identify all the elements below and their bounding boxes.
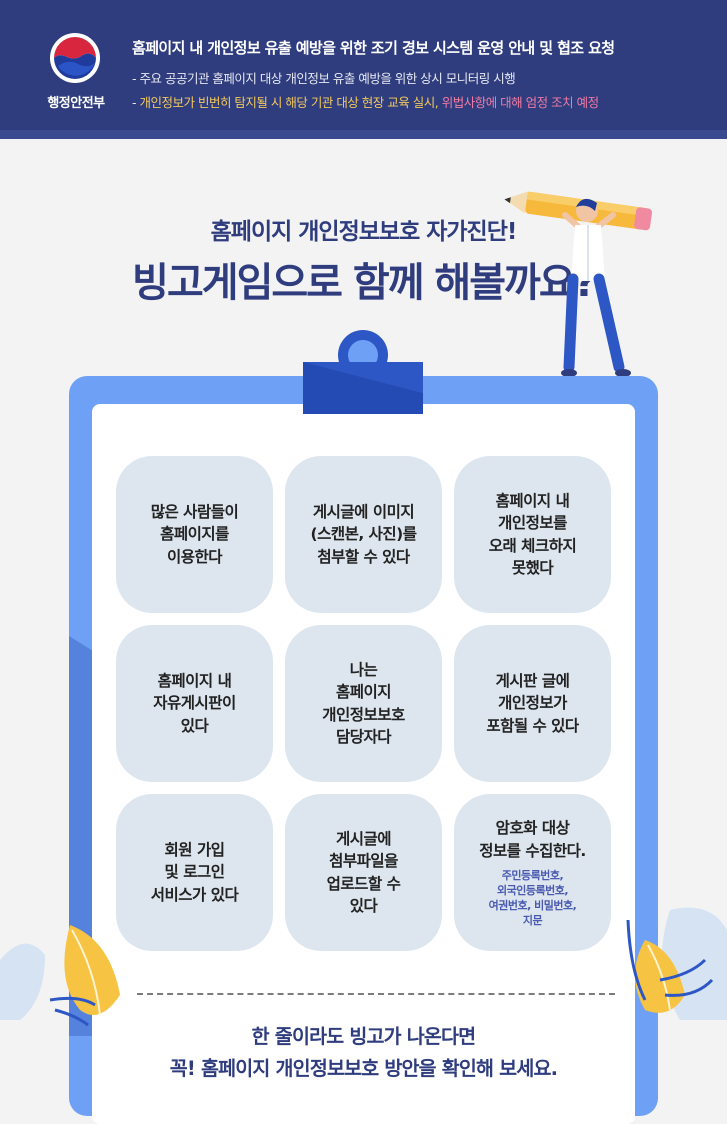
notice-line-2-part-2: 위법사항에 대해 엄정 조치 예정 <box>438 95 599 110</box>
bingo-cell-line: 담당자다 <box>335 728 392 746</box>
bingo-cell-note-line: 여권번호, 비밀번호, <box>488 899 577 912</box>
footer-line-1: 한 줄이라도 빙고가 나온다면 <box>251 1025 476 1048</box>
bingo-cell-9: 암호화 대상 정보를 수집한다. 주민등록번호, 외국인등록번호, 여권번호, … <box>454 794 611 951</box>
bingo-cell-line: 개인정보를 <box>498 514 567 532</box>
bingo-cell-line: 서비스가 있다 <box>150 885 239 904</box>
notice-line-1: - 주요 공공기관 홈페이지 대상 개인정보 유출 예방을 위한 상시 모니터링… <box>132 71 516 86</box>
bingo-cell-line: 암호화 대상 <box>495 819 570 837</box>
bingo-cell-2: 게시글에 이미지 (스캔본, 사진)를 첨부할 수 있다 <box>285 456 442 613</box>
dashed-divider <box>137 993 615 995</box>
ministry-name: 행정안전부 <box>47 96 105 111</box>
leaf-right-icon <box>626 907 727 1020</box>
person-with-pencil-illustration <box>504 191 653 377</box>
bingo-cell-4: 홈페이지 내 자유게시판이 있다 <box>116 625 273 782</box>
bingo-cell-line: 정보를 수집한다. <box>479 841 586 860</box>
bingo-cell-line: 있다 <box>349 897 378 915</box>
bingo-cell-line: 있다 <box>180 716 209 735</box>
bingo-cell-1: 많은 사람들이 홈페이지를 이용한다 <box>116 456 273 613</box>
header-divider <box>0 130 727 139</box>
bingo-cell-line: 못했다 <box>511 559 554 577</box>
notice-line-2-dash: - <box>132 95 140 110</box>
bingo-cell-line: 나는 <box>349 660 378 679</box>
bingo-cell-line: 게시글에 <box>335 829 392 848</box>
bingo-cell-line: 회원 가입 <box>164 840 225 859</box>
bingo-cell-7: 회원 가입 및 로그인 서비스가 있다 <box>116 794 273 951</box>
intro-subtitle: 홈페이지 개인정보보호 자가진단! <box>210 219 518 245</box>
bingo-cell-3: 홈페이지 내 개인정보를 오래 체크하지 못했다 <box>454 456 611 613</box>
bingo-cell-line: 홈페이지 내 <box>495 491 570 510</box>
bingo-cell-line: 개인정보보호 <box>322 705 405 724</box>
notice-line-2: - 개인정보가 빈번히 탐지될 시 해당 기관 대상 현장 교육 실시, 위법사… <box>132 92 599 111</box>
intro-title: 빙고게임으로 함께 해볼까요? <box>132 260 597 306</box>
bingo-cell-line: 홈페이지 내 <box>157 671 232 690</box>
bingo-cell-line: 많은 사람들이 <box>150 502 239 521</box>
government-emblem-icon <box>50 33 100 83</box>
bingo-cell-line: (스캔본, 사진)를 <box>310 525 417 544</box>
bingo-cell-line: 및 로그인 <box>164 863 225 882</box>
bingo-cell-line: 홈페이지 <box>335 683 392 701</box>
bingo-cell-line: 이용한다 <box>166 547 223 566</box>
notice-header <box>0 0 727 130</box>
bingo-cell-line: 자유게시판이 <box>153 694 236 713</box>
bingo-cell-note: 주민등록번호, 외국인등록번호, 여권번호, 비밀번호, 지문 <box>489 868 577 928</box>
notice-title: 홈페이지 내 개인정보 유출 예방을 위한 조기 경보 시스템 운영 안내 및 … <box>132 39 615 57</box>
bingo-cell-line: 첨부파일을 <box>329 852 398 870</box>
bingo-cell-note-line: 주민등록번호, <box>501 869 564 882</box>
leaf-left-icon <box>0 925 120 1027</box>
bingo-cell-line: 첨부할 수 있다 <box>317 547 410 566</box>
bingo-cell-line: 업로드할 수 <box>326 874 401 893</box>
bingo-cell-line: 홈페이지를 <box>160 525 229 544</box>
bingo-cell-line: 포함될 수 있다 <box>486 716 579 735</box>
bingo-cell-note-line: 외국인등록번호, <box>496 884 569 897</box>
bingo-cell-5: 나는 홈페이지 개인정보보호 담당자다 <box>285 625 442 782</box>
notice-line-2-part-1: 개인정보가 빈번히 탐지될 시 해당 기관 대상 현장 교육 실시, <box>139 95 439 110</box>
bingo-cell-line: 오래 체크하지 <box>488 536 577 555</box>
bingo-cell-line: 게시글에 이미지 <box>312 502 415 521</box>
bingo-cell-8: 게시글에 첨부파일을 업로드할 수 있다 <box>285 794 442 951</box>
bingo-cell-line: 개인정보가 <box>498 694 567 713</box>
bingo-cell-note-line: 지문 <box>522 914 543 927</box>
bingo-cell-6: 게시판 글에 개인정보가 포함될 수 있다 <box>454 625 611 782</box>
bingo-cell-line: 게시판 글에 <box>495 671 570 690</box>
footer-line-2: 꼭! 홈페이지 개인정보보호 방안을 확인해 보세요. <box>169 1057 558 1080</box>
